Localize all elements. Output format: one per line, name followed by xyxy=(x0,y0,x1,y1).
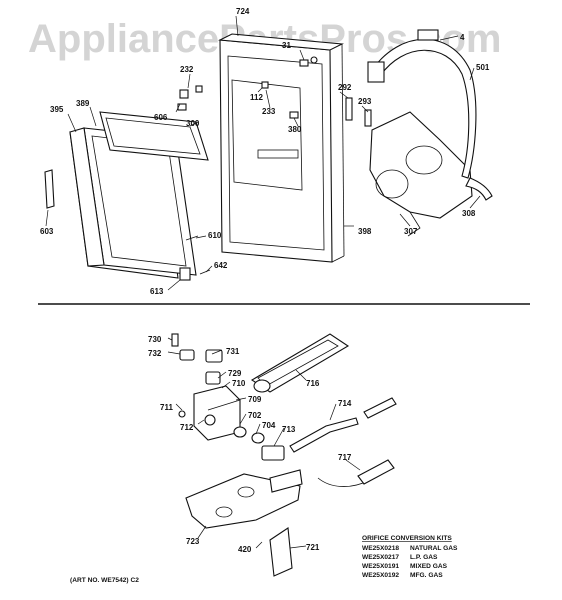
callout-713: 713 xyxy=(282,425,296,434)
kit-part-4: WE25X0192 xyxy=(362,572,399,579)
callout-729: 729 xyxy=(228,369,242,378)
callout-293: 293 xyxy=(358,97,372,106)
orifice-kits-table: ORIFICE CONVERSION KITS WE25X0218 NATURA… xyxy=(362,535,458,579)
valve-coils xyxy=(171,333,223,385)
rear-bulkhead-arc xyxy=(367,29,477,179)
kit-desc-3: MIXED GAS xyxy=(410,563,448,570)
door-inner-frame xyxy=(69,127,197,276)
callout-709: 709 xyxy=(248,395,262,404)
gas-pipe xyxy=(289,417,359,453)
callout-613: 613 xyxy=(150,287,164,296)
callout-233: 233 xyxy=(262,107,276,116)
callout-389: 389 xyxy=(76,99,90,108)
door-seal xyxy=(99,111,209,161)
callout-380: 380 xyxy=(288,125,302,134)
kit-desc-4: MFG. GAS xyxy=(410,572,443,579)
callout-395: 395 xyxy=(50,105,64,114)
callout-724: 724 xyxy=(236,7,250,16)
callout-730: 730 xyxy=(148,335,162,344)
leader-lines xyxy=(45,15,481,549)
kit-part-3: WE25X0191 xyxy=(362,563,399,570)
art-number: (ART NO. WE7542) C2 xyxy=(70,577,139,584)
callout-4: 4 xyxy=(460,33,465,42)
callout-232: 232 xyxy=(180,65,194,74)
callout-610: 610 xyxy=(208,231,222,240)
kit-part-2: WE25X0217 xyxy=(362,554,399,561)
burner-bracket xyxy=(185,469,303,529)
callout-labels: 724 31 4 501 232 112 292 293 395 389 606… xyxy=(40,7,490,554)
callout-501: 501 xyxy=(476,63,490,72)
mounting-bracket xyxy=(269,527,293,577)
callout-307: 307 xyxy=(404,227,418,236)
callout-398: 398 xyxy=(358,227,372,236)
callout-420: 420 xyxy=(238,545,252,554)
callout-714: 714 xyxy=(338,399,352,408)
callout-723: 723 xyxy=(186,537,200,546)
callout-292: 292 xyxy=(338,83,352,92)
kit-desc-2: L.P. GAS xyxy=(410,554,438,561)
callout-31: 31 xyxy=(282,41,291,50)
callout-711: 711 xyxy=(160,403,173,412)
burner-assembly xyxy=(250,333,350,393)
callout-731: 731 xyxy=(226,347,240,356)
callout-308: 308 xyxy=(462,209,476,218)
callout-732: 732 xyxy=(148,349,162,358)
callout-710: 710 xyxy=(232,379,246,388)
callout-702: 702 xyxy=(248,411,262,420)
callout-721: 721 xyxy=(306,543,320,552)
callout-606: 606 xyxy=(154,113,168,122)
callout-300: 300 xyxy=(186,119,200,128)
callout-717: 717 xyxy=(338,453,352,462)
callout-704: 704 xyxy=(262,421,276,430)
blower-duct xyxy=(369,111,473,237)
pipe-nipple xyxy=(363,397,397,419)
kit-part-1: WE25X0218 xyxy=(362,545,399,552)
kit-desc-1: NATURAL GAS xyxy=(410,545,458,552)
orifice-fittings xyxy=(233,426,285,461)
front-panel xyxy=(218,33,345,263)
small-parts-top xyxy=(177,56,372,281)
orifice-kits-title: ORIFICE CONVERSION KITS xyxy=(362,535,452,542)
callout-712: 712 xyxy=(180,423,194,432)
door-handle xyxy=(44,169,55,209)
igniter xyxy=(317,459,395,487)
callout-112: 112 xyxy=(250,93,263,102)
callout-603: 603 xyxy=(40,227,54,236)
callout-716: 716 xyxy=(306,379,320,388)
callout-642: 642 xyxy=(214,261,228,270)
duct-seal xyxy=(465,177,493,201)
